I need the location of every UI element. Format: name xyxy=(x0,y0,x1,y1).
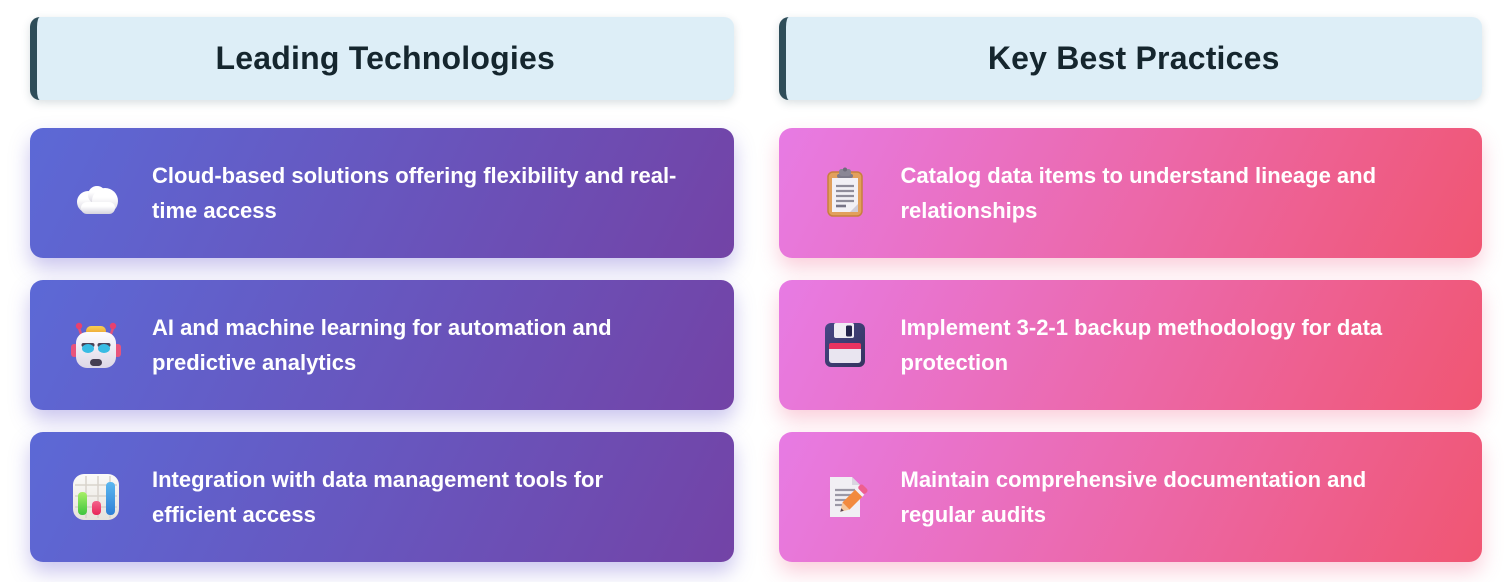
card-text: Maintain comprehensive documentation and… xyxy=(900,467,1367,527)
column-key-best-practices: Key Best Practices xyxy=(778,17,1482,582)
practice-card-documentation: Maintain comprehensive documentation and… xyxy=(778,432,1482,562)
robot-icon xyxy=(68,317,124,373)
memo-icon xyxy=(817,469,873,525)
tech-card-data-integration: Integration with data management tools f… xyxy=(30,432,734,562)
floppy-disk-icon xyxy=(817,317,873,373)
tech-card-cloud: Cloud-based solutions offering flexibili… xyxy=(30,128,734,258)
key-best-practices-title: Key Best Practices xyxy=(987,40,1280,76)
column-leading-technologies: Leading Technologies Cloud-based solutio… xyxy=(30,17,734,582)
card-text: Implement 3-2-1 backup methodology for d… xyxy=(900,315,1383,375)
clipboard-icon xyxy=(817,165,873,221)
leading-technologies-title: Leading Technologies xyxy=(215,40,555,76)
leading-technologies-header: Leading Technologies xyxy=(30,17,734,100)
card-text: Integration with data management tools f… xyxy=(152,467,604,527)
bar-chart-icon xyxy=(68,469,124,525)
card-text: Cloud-based solutions offering flexibili… xyxy=(152,163,677,223)
key-best-practices-header: Key Best Practices xyxy=(778,17,1482,100)
practice-card-catalog: Catalog data items to understand lineage… xyxy=(778,128,1482,258)
card-text: Catalog data items to understand lineage… xyxy=(900,163,1377,223)
card-text: AI and machine learning for automation a… xyxy=(152,315,612,375)
practice-card-backup: Implement 3-2-1 backup methodology for d… xyxy=(778,280,1482,410)
tech-card-ai-robot: AI and machine learning for automation a… xyxy=(30,280,734,410)
cloud-icon xyxy=(68,165,124,221)
